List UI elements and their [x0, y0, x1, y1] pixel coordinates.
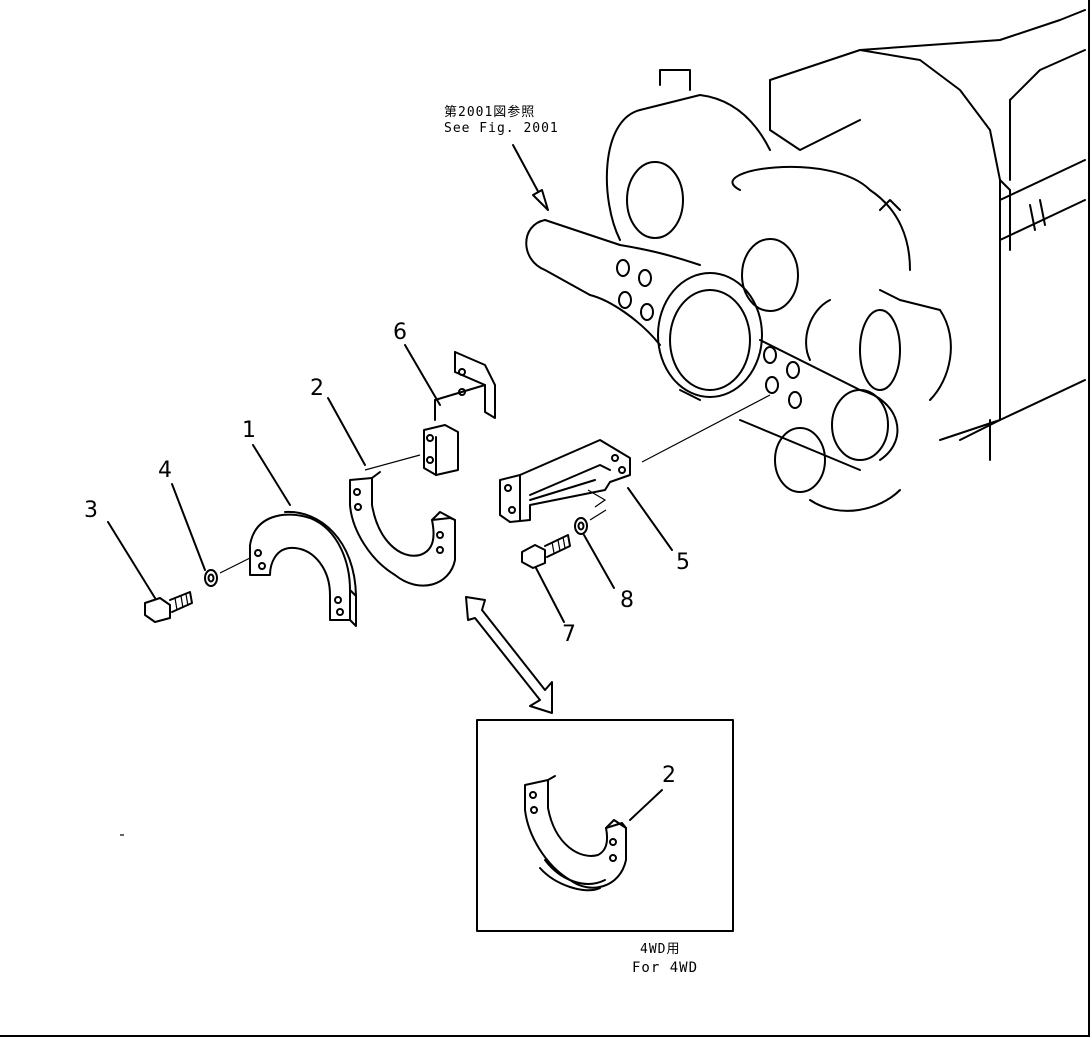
- part-3-bolt: [144, 591, 193, 623]
- reference-text-en: See Fig. 2001: [444, 121, 559, 136]
- inset-part-2-bracket: [524, 775, 663, 892]
- callout-8: 8: [620, 588, 634, 613]
- callout-leaders: [107, 344, 673, 623]
- reference-leader: [512, 144, 541, 196]
- part-5-bracket: [499, 394, 771, 523]
- housing-assembly: [525, 9, 1086, 512]
- inset-caption-jp: 4WD用: [640, 942, 681, 957]
- inset-caption-en: For 4WD: [632, 960, 699, 976]
- callout-5: 5: [676, 550, 690, 575]
- inset-callout-2: 2: [662, 763, 676, 788]
- part-8-washer: [574, 509, 607, 535]
- part-4-washer: [204, 557, 251, 587]
- callout-6: 6: [393, 320, 407, 345]
- part-6-bracket: [423, 351, 496, 476]
- callout-7: 7: [562, 622, 576, 647]
- reference-text-jp: 第2001図参照: [444, 105, 536, 120]
- callout-2: 2: [310, 376, 324, 401]
- callout-1: 1: [242, 418, 256, 443]
- part-7-bolt: [521, 534, 571, 569]
- callout-4: 4: [158, 458, 172, 483]
- inset-double-arrow: [465, 596, 553, 714]
- part-2-bracket: [349, 454, 456, 587]
- callout-3: 3: [84, 498, 98, 523]
- part-1-shim: [249, 510, 357, 627]
- inset-frame: [476, 719, 734, 932]
- reference-arrowhead: [532, 189, 549, 211]
